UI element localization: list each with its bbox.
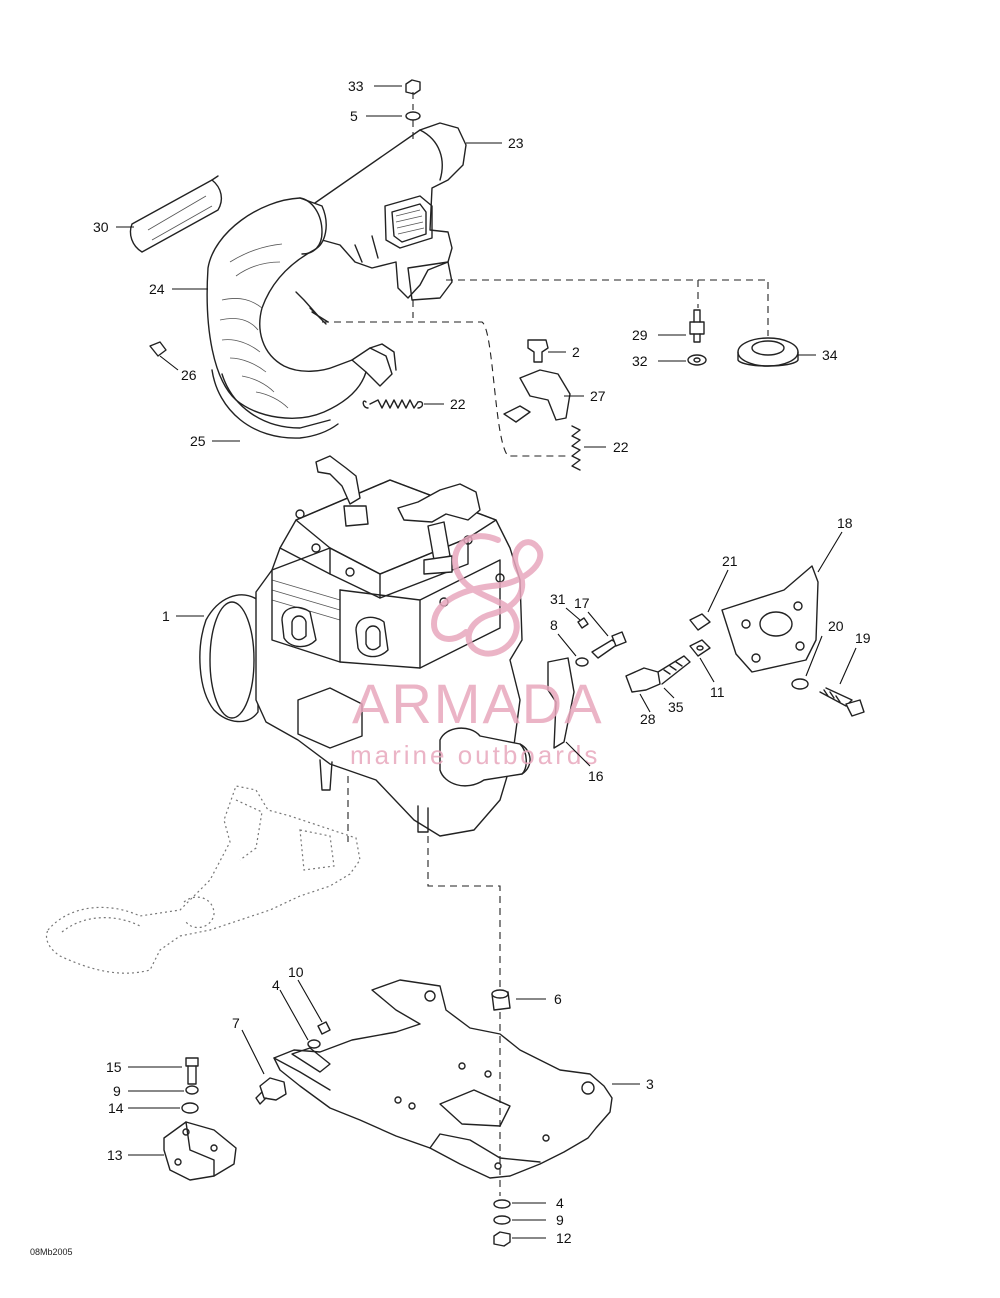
lower-heat-shield bbox=[211, 369, 339, 439]
clip bbox=[149, 341, 167, 357]
lower-nuts bbox=[493, 1199, 511, 1247]
mount-hardware bbox=[575, 565, 865, 717]
callout-27: 27 bbox=[590, 388, 606, 404]
stud-bolt bbox=[689, 309, 705, 343]
callout-6: 6 bbox=[554, 991, 562, 1007]
callout-10: 10 bbox=[288, 964, 304, 980]
callout-18: 18 bbox=[837, 515, 853, 531]
washers-left bbox=[255, 1021, 331, 1105]
callout-22b: 22 bbox=[613, 439, 629, 455]
diagram-code: 08Mb2005 bbox=[30, 1247, 73, 1257]
callout-34: 34 bbox=[822, 347, 838, 363]
callouts: 33 5 23 30 24 26 25 22 2 27 22 29 32 34 … bbox=[93, 78, 871, 1246]
spring-upper bbox=[362, 399, 424, 409]
callout-4a: 4 bbox=[272, 977, 280, 993]
callout-16: 16 bbox=[588, 768, 604, 784]
spacer bbox=[491, 989, 511, 1011]
callout-1: 1 bbox=[162, 608, 170, 624]
callout-9a: 9 bbox=[113, 1083, 121, 1099]
engine-block bbox=[199, 455, 575, 837]
callout-13: 13 bbox=[107, 1147, 123, 1163]
callout-25: 25 bbox=[190, 433, 206, 449]
callout-21: 21 bbox=[722, 553, 738, 569]
callout-7: 7 bbox=[232, 1015, 240, 1031]
assembly-lines bbox=[322, 92, 769, 1196]
callout-28: 28 bbox=[640, 711, 656, 727]
callout-26: 26 bbox=[181, 367, 197, 383]
callout-32: 32 bbox=[632, 353, 648, 369]
callout-23: 23 bbox=[508, 135, 524, 151]
callout-20: 20 bbox=[828, 618, 844, 634]
nut bbox=[687, 354, 707, 366]
callout-17: 17 bbox=[574, 595, 590, 611]
watermark-tagline: marine outboards bbox=[350, 740, 600, 770]
callout-19: 19 bbox=[855, 630, 871, 646]
callout-29: 29 bbox=[632, 327, 648, 343]
callout-11: 11 bbox=[710, 684, 725, 700]
watermark-swirl-icon bbox=[430, 533, 544, 657]
callout-2: 2 bbox=[572, 344, 580, 360]
callout-4b: 4 bbox=[556, 1195, 564, 1211]
grommet bbox=[737, 337, 799, 367]
bolt-stack bbox=[163, 1057, 237, 1181]
exhaust-manifold bbox=[311, 122, 467, 301]
callout-3: 3 bbox=[646, 1076, 654, 1092]
callout-15: 15 bbox=[106, 1059, 122, 1075]
callout-5: 5 bbox=[350, 108, 358, 124]
intake-ghost bbox=[45, 785, 361, 974]
knob bbox=[527, 339, 549, 363]
watermark-brand: ARMADA bbox=[352, 672, 604, 735]
callout-8: 8 bbox=[550, 617, 558, 633]
callout-14: 14 bbox=[108, 1100, 124, 1116]
watermark: ARMADA marine outboards bbox=[350, 533, 604, 770]
tuned-pipe bbox=[206, 197, 397, 419]
mount-plate bbox=[273, 979, 613, 1179]
spring-lower bbox=[571, 425, 581, 471]
callout-12: 12 bbox=[556, 1230, 572, 1246]
callout-33: 33 bbox=[348, 78, 364, 94]
support-bracket bbox=[503, 369, 571, 423]
callout-9b: 9 bbox=[556, 1212, 564, 1228]
heat-shield bbox=[129, 175, 223, 253]
callout-30: 30 bbox=[93, 219, 109, 235]
callout-31: 31 bbox=[550, 591, 566, 607]
callout-35: 35 bbox=[668, 699, 684, 715]
callout-22a: 22 bbox=[450, 396, 466, 412]
callout-24: 24 bbox=[149, 281, 165, 297]
top-nut bbox=[405, 79, 421, 121]
